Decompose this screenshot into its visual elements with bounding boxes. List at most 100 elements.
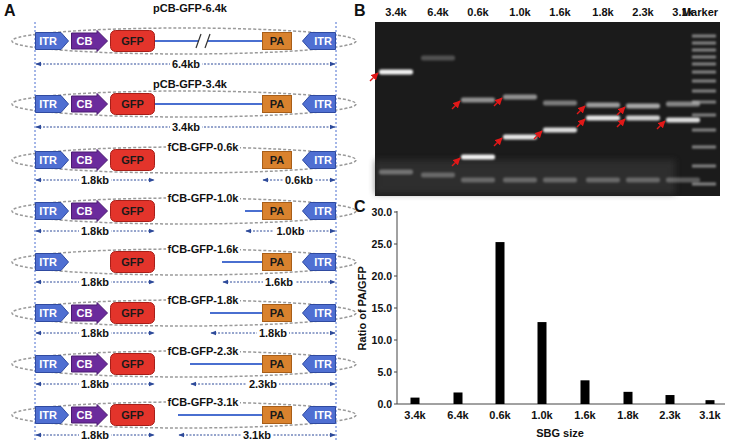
gene-shape bbox=[111, 405, 155, 426]
gene-shape bbox=[111, 201, 155, 222]
band-arrow bbox=[534, 131, 542, 139]
gel-band bbox=[379, 70, 413, 75]
gene-box: GFP bbox=[110, 200, 155, 222]
itr-shape bbox=[36, 152, 69, 169]
itr-arrow: ITR bbox=[35, 253, 69, 271]
itr-shape bbox=[303, 254, 336, 271]
gel-band bbox=[461, 178, 495, 183]
bar bbox=[538, 322, 547, 404]
itr-arrow: ITR bbox=[302, 253, 336, 271]
node-text: ITR bbox=[39, 410, 57, 421]
gel-band bbox=[543, 178, 577, 183]
category-label: 1.0k bbox=[531, 409, 552, 422]
break-mark bbox=[205, 34, 210, 48]
tick-label: 0.0 bbox=[377, 398, 392, 410]
dimension-label: 2.3kb bbox=[247, 378, 279, 391]
node-text: ITR bbox=[314, 206, 332, 217]
category-label: 3.4k bbox=[404, 409, 425, 422]
dimension-label: 1.6kb bbox=[263, 276, 295, 289]
dimension-label: 0.6kb bbox=[283, 174, 315, 187]
itr-shape bbox=[303, 407, 336, 424]
axis-title: SBG size bbox=[536, 427, 584, 440]
node-text: PA bbox=[270, 206, 284, 217]
promoter-shape bbox=[72, 150, 108, 171]
promoter-arrow: CB bbox=[71, 30, 108, 52]
construct-name: fCB-GFP-3.1k bbox=[166, 396, 241, 409]
construct-name: fCB-GFP-0.6k bbox=[166, 141, 241, 154]
band-arrow bbox=[657, 121, 665, 129]
tick-mark bbox=[394, 340, 397, 341]
node-text: ITR bbox=[314, 410, 332, 421]
gel-band bbox=[421, 56, 455, 61]
node-text: ITR bbox=[314, 359, 332, 370]
polya-box: PA bbox=[262, 32, 292, 50]
backbone-line bbox=[210, 312, 263, 314]
promoter-shape bbox=[72, 303, 108, 324]
itr-arrow: ITR bbox=[35, 95, 69, 113]
itr-shape bbox=[303, 33, 336, 50]
x-axis bbox=[397, 404, 725, 405]
node-text: ITR bbox=[39, 36, 57, 47]
bar bbox=[581, 380, 590, 404]
dimension-label: 1.8kb bbox=[79, 378, 111, 391]
polya-shape bbox=[263, 96, 292, 113]
gel-smear bbox=[375, 160, 675, 194]
band-arrow bbox=[494, 138, 502, 146]
node-text: GFP bbox=[121, 410, 144, 421]
itr-arrow: ITR bbox=[302, 95, 336, 113]
gel-band bbox=[543, 101, 577, 106]
gel-band bbox=[626, 116, 660, 121]
gel-band bbox=[586, 178, 620, 183]
promoter-arrow: CB bbox=[71, 302, 108, 324]
node-text: CB bbox=[77, 155, 93, 166]
itr-shape bbox=[303, 152, 336, 169]
gene-shape bbox=[111, 303, 155, 324]
lane-label: 2.3k bbox=[632, 6, 653, 19]
node-text: PA bbox=[270, 359, 284, 370]
gel-band bbox=[666, 178, 700, 183]
gene-box: GFP bbox=[110, 30, 155, 52]
promoter-arrow: CB bbox=[71, 404, 108, 426]
dimension-label: 1.0kb bbox=[274, 225, 306, 238]
itr-shape bbox=[36, 254, 69, 271]
band-arrow bbox=[577, 106, 585, 114]
node-text: CB bbox=[77, 410, 93, 421]
gel-band bbox=[503, 178, 537, 183]
gel-band bbox=[503, 95, 537, 100]
polya-shape bbox=[263, 152, 292, 169]
lane-label: 1.6k bbox=[549, 6, 570, 19]
node-text: CB bbox=[77, 206, 93, 217]
lane-label: 3.4k bbox=[385, 6, 406, 19]
promoter-shape bbox=[72, 405, 108, 426]
node-text: PA bbox=[270, 36, 284, 47]
panel-letter: A bbox=[4, 2, 16, 20]
construct-name: fCB-GFP-1.0k bbox=[166, 192, 241, 205]
itr-shape bbox=[303, 203, 336, 220]
dimension-label: 6.4kb bbox=[170, 58, 202, 71]
bar bbox=[454, 392, 463, 404]
polya-box: PA bbox=[262, 253, 292, 271]
tick-label: 15.0 bbox=[372, 302, 392, 314]
band-arrow bbox=[370, 73, 378, 81]
dimension-label: 3.1kb bbox=[241, 429, 273, 442]
node-text: GFP bbox=[121, 257, 144, 268]
dimension-label: 1.8kb bbox=[79, 276, 111, 289]
ladder-band bbox=[692, 146, 716, 149]
gene-box: GFP bbox=[110, 353, 155, 375]
band-arrow bbox=[494, 98, 502, 106]
gene-box: GFP bbox=[110, 149, 155, 171]
backbone-line bbox=[245, 210, 263, 212]
panel-letter: C bbox=[354, 198, 366, 216]
promoter-shape bbox=[72, 31, 108, 52]
category-label: 2.3k bbox=[659, 409, 680, 422]
tick-mark bbox=[394, 244, 397, 245]
band-arrow bbox=[452, 101, 460, 109]
construct-name: pCB-GFP-3.4k bbox=[151, 78, 229, 91]
panel-letter: B bbox=[354, 2, 366, 20]
itr-arrow: ITR bbox=[35, 304, 69, 322]
promoter-arrow: CB bbox=[71, 93, 108, 115]
lane-label: 0.6k bbox=[467, 6, 488, 19]
dimension-label: 3.4kb bbox=[170, 121, 202, 134]
promoter-arrow: CB bbox=[71, 200, 108, 222]
